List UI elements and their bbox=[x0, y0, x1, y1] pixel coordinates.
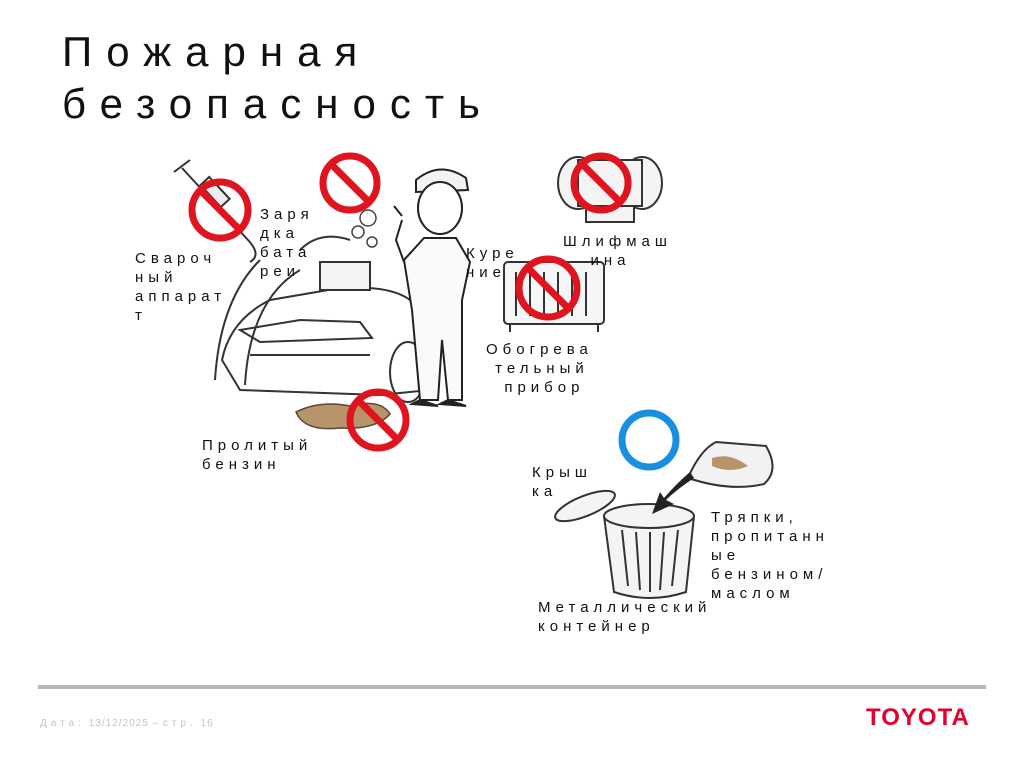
date-value: 13/12/2025 bbox=[89, 718, 149, 729]
label-grinder: Шлифмаш ина bbox=[563, 232, 672, 270]
smoke-icon bbox=[352, 210, 377, 247]
metal-container-icon bbox=[552, 485, 694, 598]
allowed-sign-icon bbox=[622, 413, 676, 467]
car-icon bbox=[215, 237, 430, 402]
oily-rags-icon bbox=[688, 442, 773, 487]
footer-meta: Дата: 13/12/2025 – стр. 16 bbox=[40, 718, 214, 729]
label-lid: Крыш ка bbox=[532, 463, 592, 501]
toyota-logo: TOYOTA bbox=[866, 704, 970, 732]
label-container: Металлический контейнер bbox=[538, 598, 711, 636]
label-spilled-fuel: Пролитый бензин bbox=[202, 436, 312, 474]
label-heater: Обогрева тельный прибор bbox=[486, 340, 593, 397]
label-battery: Заря дка бата реи bbox=[260, 205, 314, 281]
date-label: Дата: bbox=[40, 718, 85, 729]
mechanic-smoking-icon bbox=[394, 169, 470, 406]
label-rags: Тряпки, пропитанн ые бензином/ маслом bbox=[711, 508, 829, 603]
label-welder: Свароч ный аппарат т bbox=[135, 249, 226, 325]
welding-torch-icon bbox=[174, 160, 256, 262]
footer-divider bbox=[38, 685, 986, 689]
prohibition-sign-icon bbox=[323, 156, 377, 210]
label-smoking: Куре ние bbox=[466, 244, 519, 282]
page-label: стр. bbox=[163, 718, 197, 729]
page-number: 16 bbox=[201, 718, 214, 729]
